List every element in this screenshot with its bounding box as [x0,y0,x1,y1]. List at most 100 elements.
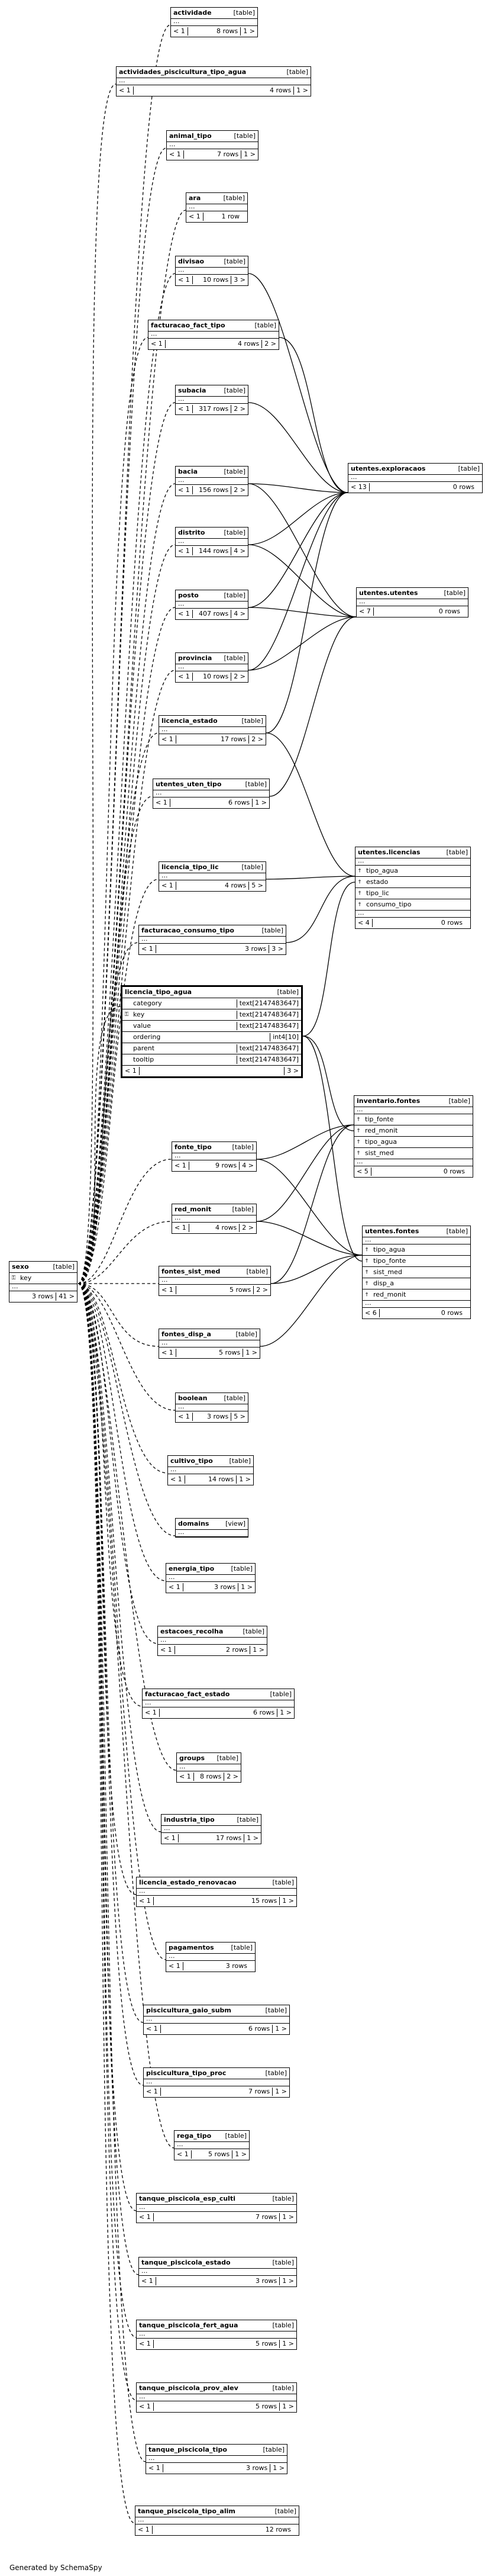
children-count[interactable]: < 1 [176,405,193,413]
children-count[interactable]: < 4 [356,919,373,927]
table-name[interactable]: utentes.utentes [359,589,418,597]
table-name[interactable]: licencia_estado [161,717,218,725]
children-count[interactable]: < 13 [348,483,370,491]
parents-count[interactable]: 4 > [231,547,248,555]
parents-count[interactable]: 1 > [244,1834,261,1842]
parents-count[interactable]: 2 > [231,486,248,494]
parents-count[interactable]: 2 > [239,1224,256,1232]
table-name[interactable]: utentes.fontes [365,1227,419,1235]
children-count[interactable]: < 1 [177,1773,194,1781]
column-row[interactable]: ⚿key [9,1273,77,1284]
children-count[interactable]: < 1 [159,735,176,744]
table-name[interactable]: sexo [12,1263,29,1271]
table-name[interactable]: tanque_piscicola_tipo [148,2446,227,2453]
children-count[interactable]: < 1 [159,1286,176,1294]
table-name[interactable]: estacoes_recolha [160,1628,224,1635]
table-name[interactable]: posto [178,591,199,599]
table-name[interactable]: fonte_tipo [174,1143,212,1151]
children-count[interactable]: < 1 [176,276,193,284]
table-domains[interactable]: domains[view]... [175,1518,248,1538]
column-row[interactable]: †red_monit [354,1125,473,1137]
children-count[interactable]: < 1 [144,2088,161,2096]
children-count[interactable]: < 1 [159,1349,176,1357]
children-count[interactable]: < 1 [176,486,193,494]
children-count[interactable]: < 1 [122,1067,140,1075]
parents-count[interactable]: 1 > [241,150,258,159]
table-name[interactable]: groups [179,1754,205,1762]
table-name[interactable]: animal_tipo [169,132,212,140]
parents-count[interactable]: 1 > [293,86,311,95]
parents-count[interactable]: 2 > [231,673,248,681]
table-name[interactable]: cultivo_tipo [170,1457,213,1465]
children-count[interactable]: < 1 [143,1709,160,1717]
parents-count[interactable]: 4 > [239,1162,256,1170]
table-name[interactable]: domains [178,1520,209,1527]
parents-count[interactable]: 1 > [272,2088,289,2096]
children-count[interactable]: < 1 [159,882,176,890]
table-name[interactable]: provincia [178,654,212,662]
table-utentes-licencias[interactable]: utentes.licencias[table]...†tipo_agua†es… [355,847,471,929]
column-row[interactable]: †tipo_lic [356,888,470,899]
table-name[interactable]: tanque_piscicola_fert_agua [139,2321,238,2329]
table-name[interactable]: actividades_piscicultura_tipo_agua [119,68,247,76]
parents-count[interactable]: 1 > [243,1349,260,1357]
table-name[interactable]: inventario.fontes [357,1097,421,1105]
table-name[interactable]: facturacao_fact_tipo [151,321,225,329]
parents-count[interactable]: 41 > [56,1292,77,1301]
table-utentes-fontes[interactable]: utentes.fontes[table]...†tipo_agua†tipo_… [362,1226,471,1319]
parents-count[interactable]: 1 > [240,27,257,36]
parents-count[interactable]: 1 > [236,1475,253,1484]
children-count[interactable]: < 1 [172,1162,189,1170]
children-count[interactable]: < 1 [148,340,166,348]
children-count[interactable]: < 1 [137,2340,154,2348]
children-count[interactable]: < 1 [174,2150,192,2159]
table-name[interactable]: tanque_piscicola_tipo_alim [138,2507,235,2515]
table-name[interactable]: facturacao_fact_estado [145,1690,230,1698]
table-name[interactable]: divisao [178,258,205,265]
children-count[interactable]: < 7 [357,607,374,616]
table-name[interactable]: utentes_uten_tipo [156,780,222,788]
table-name[interactable]: licencia_estado_renovacao [139,1879,237,1886]
table-name[interactable]: ara [189,194,201,202]
parents-count[interactable]: 2 > [224,1773,241,1781]
table-name[interactable]: tanque_piscicola_esp_culti [139,2195,235,2202]
parents-count[interactable]: 3 > [284,1067,301,1075]
children-count[interactable]: < 1 [186,213,203,221]
children-count[interactable]: < 1 [171,27,188,36]
table-name[interactable]: distrito [178,529,205,536]
children-count[interactable]: < 1 [168,1475,185,1484]
children-count[interactable]: < 1 [158,1646,175,1654]
table-name[interactable]: energia_tipo [169,1565,215,1572]
parents-count[interactable]: 1 > [279,2213,296,2221]
table-name[interactable]: tanque_piscicola_prov_alev [139,2384,238,2392]
table-name[interactable]: boolean [178,1394,208,1402]
children-count[interactable]: < 1 [176,1413,193,1421]
parents-count[interactable]: 1 > [272,2025,289,2033]
parents-count[interactable]: 4 > [231,610,248,618]
children-count[interactable]: < 1 [166,1583,183,1591]
parents-count[interactable]: 1 > [279,2403,296,2411]
parents-count[interactable]: 2 > [261,340,279,348]
